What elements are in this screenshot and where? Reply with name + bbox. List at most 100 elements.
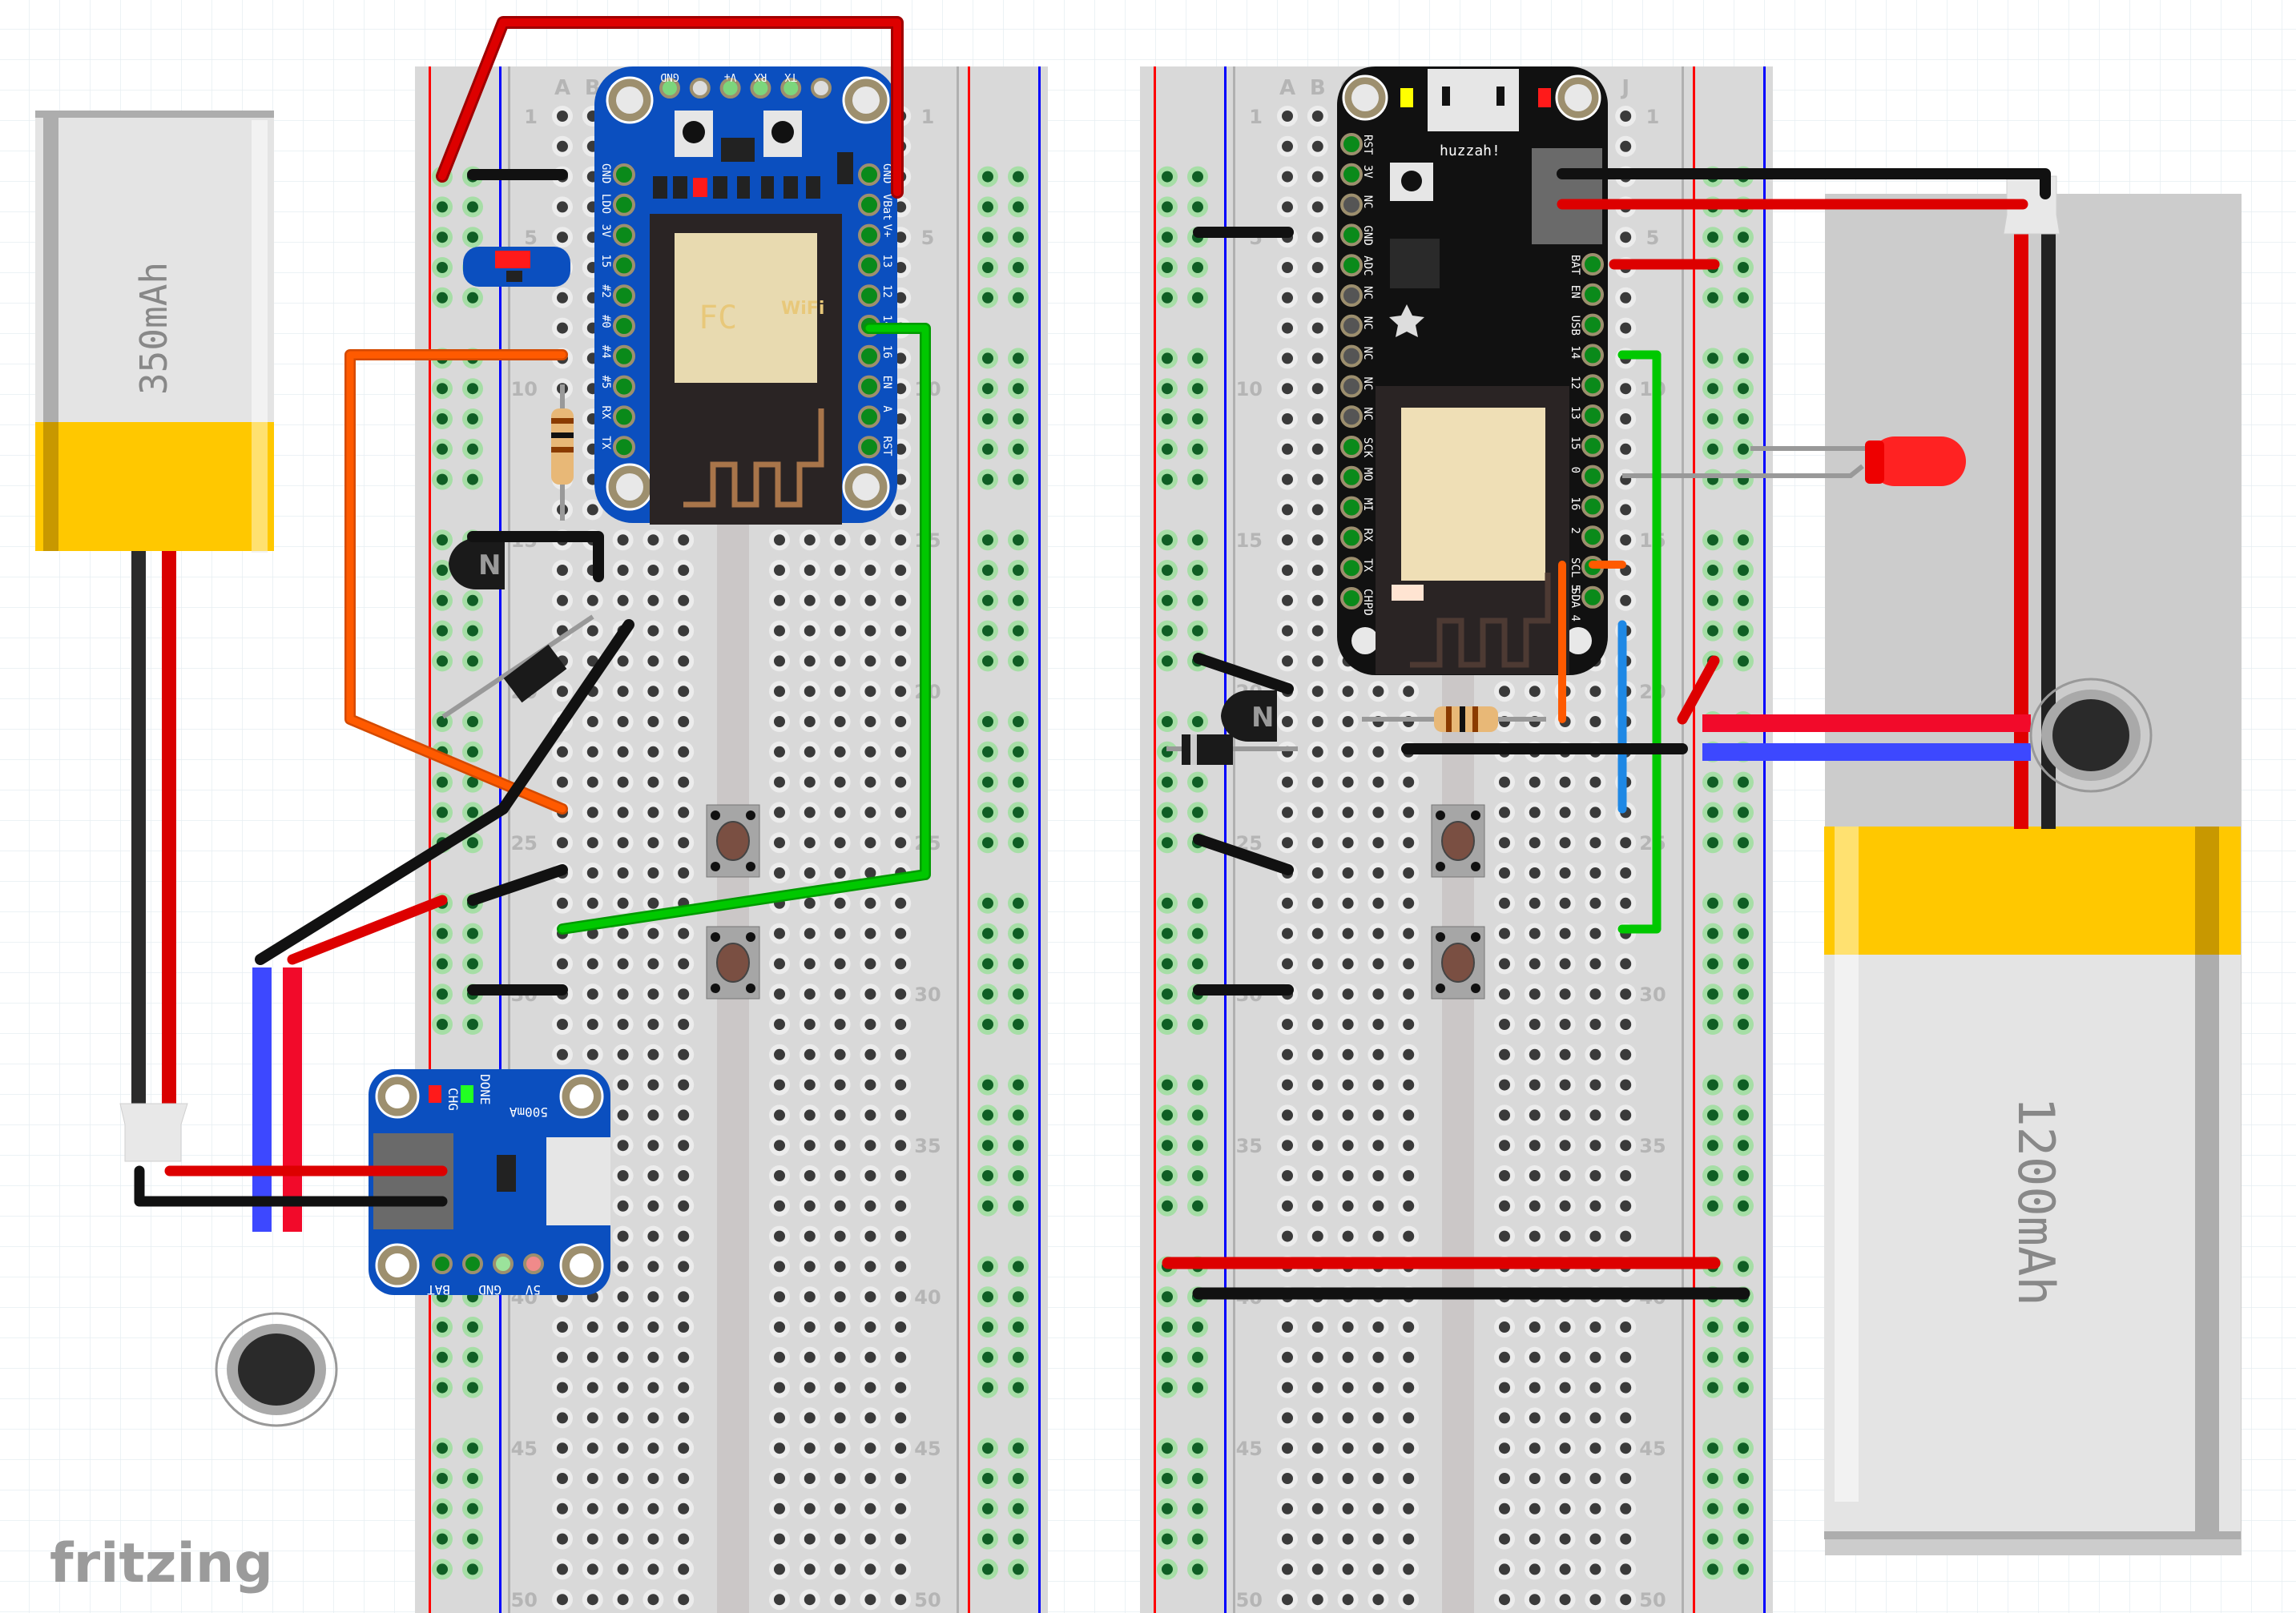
rail-hole[interactable] [1013,958,1024,970]
rail-hole[interactable] [982,473,993,485]
rail-hole[interactable] [982,352,993,364]
feather-left-pin[interactable] [1340,465,1363,489]
rail-hole[interactable] [1013,897,1024,909]
rail-hole[interactable] [982,746,993,758]
rail-hole[interactable] [437,988,448,1000]
rail-hole[interactable] [1013,1019,1024,1030]
huzzah-top-pin[interactable] [659,78,680,99]
rail-hole[interactable] [982,958,993,970]
huzzah-right-pin[interactable] [858,223,880,247]
rail-hole[interactable] [1162,1109,1173,1121]
rail-hole[interactable] [1738,1563,1749,1575]
battery-1200mah[interactable]: 1200mAh [1824,827,2241,1539]
rail-hole[interactable] [467,1019,478,1030]
rail-hole[interactable] [1738,413,1749,424]
rail-hole[interactable] [437,716,448,727]
rail-hole[interactable] [1707,1382,1718,1394]
rail-hole[interactable] [982,1442,993,1454]
rail-hole[interactable] [1738,806,1749,819]
rail-hole[interactable] [1707,897,1718,909]
huzzah-right-pin[interactable] [858,375,880,398]
rail-hole[interactable] [1013,1473,1024,1484]
feather-left-pin[interactable] [1340,375,1363,398]
red-led[interactable] [1622,436,1966,486]
wire-black[interactable] [467,864,568,906]
rail-hole[interactable] [1013,1382,1024,1394]
rail-hole[interactable] [1192,565,1203,576]
rail-hole[interactable] [1162,1019,1173,1030]
rail-hole[interactable] [467,292,478,304]
huzzah-top-pin[interactable] [719,78,741,99]
rail-hole[interactable] [1738,443,1749,455]
rail-hole[interactable] [1738,655,1749,667]
rail-hole[interactable] [1707,231,1718,243]
rail-hole[interactable] [982,837,993,849]
feather-right-pin[interactable] [1581,374,1604,397]
npn-transistor-left[interactable]: N [449,537,505,590]
feather-left-pin[interactable] [1340,193,1363,216]
rail-hole[interactable] [1162,171,1173,183]
rail-hole[interactable] [1707,1170,1718,1181]
rail-hole[interactable] [982,1140,993,1152]
rail-hole[interactable] [1738,927,1749,939]
rail-hole[interactable] [437,383,448,395]
rail-hole[interactable] [1162,443,1173,455]
rail-hole[interactable] [1738,565,1749,576]
feather-left-pin[interactable] [1340,496,1363,519]
rail-hole[interactable] [982,655,993,667]
rail-hole[interactable] [1192,1563,1203,1575]
rail-hole[interactable] [1162,292,1173,304]
rail-hole[interactable] [467,837,478,849]
rail-hole[interactable] [1707,1321,1718,1333]
wire-green[interactable] [1617,350,1662,934]
rail-hole[interactable] [1707,806,1718,819]
rail-hole[interactable] [467,231,478,243]
rail-hole[interactable] [1738,1140,1749,1152]
feather-right-pin[interactable] [1581,585,1604,609]
rail-hole[interactable] [1192,1170,1203,1181]
rail-hole[interactable] [1192,594,1203,606]
rail-hole[interactable] [982,565,993,576]
rail-hole[interactable] [467,746,478,758]
rail-hole[interactable] [467,1382,478,1394]
feather-right-pin[interactable] [1581,344,1604,367]
rail-hole[interactable] [1707,292,1718,304]
rail-hole[interactable] [1707,534,1718,546]
rail-hole[interactable] [467,958,478,970]
wire-red-vbat[interactable] [438,18,901,196]
huzzah-left-pin[interactable] [613,223,635,247]
rail-hole[interactable] [1738,1079,1749,1091]
rail-hole[interactable] [437,625,448,637]
rail-hole[interactable] [1162,1200,1173,1212]
rail-hole[interactable] [1013,1170,1024,1181]
tactile-push-button[interactable] [1431,804,1485,878]
rail-hole[interactable] [1162,1442,1173,1454]
rail-hole[interactable] [467,473,478,485]
huzzah-right-pin[interactable] [858,344,880,368]
rail-hole[interactable] [467,927,478,939]
charger-pin[interactable] [462,1253,483,1274]
rail-hole[interactable] [437,1351,448,1363]
rail-hole[interactable] [1162,1382,1173,1394]
rail-hole[interactable] [1162,413,1173,424]
rail-hole[interactable] [1013,383,1024,395]
rail-hole[interactable] [982,413,993,424]
rail-hole[interactable] [467,655,478,667]
rail-hole[interactable] [1162,958,1173,970]
rail-hole[interactable] [1013,746,1024,758]
charger-pin[interactable] [493,1253,514,1274]
rail-hole[interactable] [1192,1351,1203,1363]
rail-hole[interactable] [1192,1140,1203,1152]
rail-hole[interactable] [1013,262,1024,273]
rail-hole[interactable] [1738,352,1749,364]
rail-hole[interactable] [1162,1321,1173,1333]
rail-hole[interactable] [1738,534,1749,546]
rail-hole[interactable] [982,716,993,727]
rail-hole[interactable] [1192,958,1203,970]
rail-hole[interactable] [467,594,478,606]
rail-hole[interactable] [467,806,478,819]
rail-hole[interactable] [467,413,478,424]
rail-hole[interactable] [1738,1321,1749,1333]
rail-hole[interactable] [1162,352,1173,364]
rail-hole[interactable] [1707,988,1718,1000]
